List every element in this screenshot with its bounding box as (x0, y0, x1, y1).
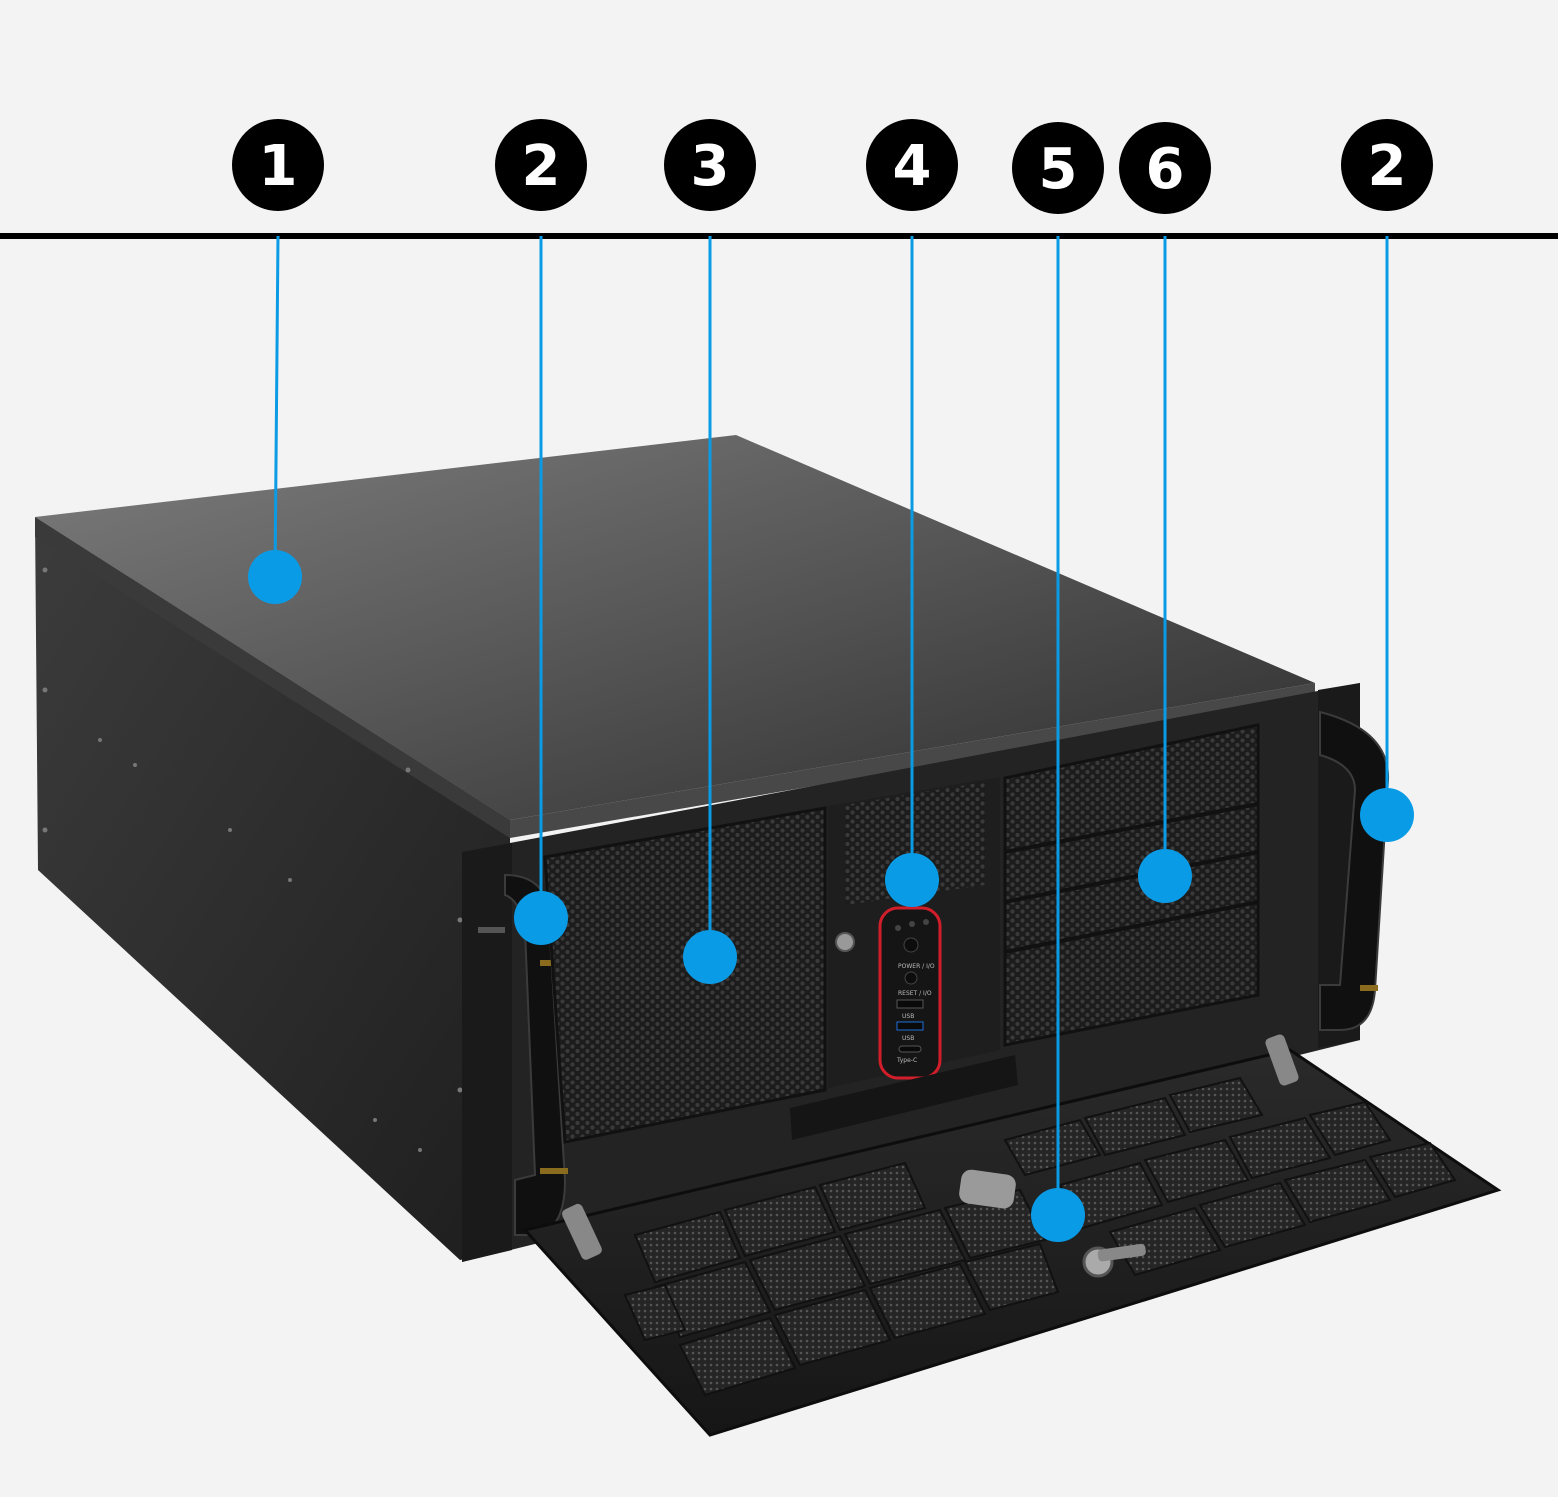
reset-label: RESET / I/O (898, 990, 932, 997)
callout-dot-left-front-mesh (683, 930, 737, 984)
callout-number-right-handle: 2 (1368, 134, 1407, 199)
usb-label: USB (902, 1013, 914, 1020)
callout-drive-bay-mesh: 6 (1119, 122, 1211, 903)
power-button[interactable] (903, 937, 919, 953)
left-rack-ear (462, 843, 512, 1262)
callout-dot-front-door-lock (1031, 1188, 1085, 1242)
front-io-panel: POWER / I/O RESET / I/O USB USB Type-C (878, 906, 942, 1080)
callouts-layer: 1 2 3 4 5 6 2 (232, 119, 1433, 1242)
usb-port[interactable] (896, 999, 924, 1009)
power-label: POWER / I/O (898, 963, 935, 970)
front-door[interactable] (522, 1033, 1502, 1437)
callout-number-badge-front-io-panel: 4 (866, 119, 958, 211)
typec-port[interactable] (898, 1045, 922, 1053)
callout-dot-front-io-panel (885, 853, 939, 907)
callout-number-left-front-mesh: 3 (691, 134, 730, 199)
callout-number-badge-right-handle: 2 (1341, 119, 1433, 211)
case-top-edge (35, 517, 510, 838)
callout-dot-left-handle (514, 891, 568, 945)
rackmount-case: POWER / I/O RESET / I/O USB USB Type-C (35, 435, 1502, 1437)
callout-left-front-mesh: 3 (664, 119, 756, 984)
left-front-mesh (543, 806, 827, 1144)
callout-front-io-panel: 4 (866, 119, 958, 907)
callout-left-handle: 2 (495, 119, 587, 945)
callout-dot-drive-bay-mesh (1138, 849, 1192, 903)
io-highlight-ring (878, 906, 942, 1080)
callout-dot-right-handle (1360, 788, 1414, 842)
callout-number-front-door-lock: 5 (1039, 137, 1078, 202)
callout-number-badge-top-cover: 1 (232, 119, 324, 211)
drive-bay-mesh (1003, 723, 1260, 1047)
key-lock[interactable] (835, 932, 855, 952)
callout-number-front-io-panel: 4 (893, 134, 932, 199)
door-hinge-bar (790, 1055, 1018, 1140)
callout-number-badge-left-handle: 2 (495, 119, 587, 211)
callout-number-badge-front-door-lock: 5 (1012, 122, 1104, 214)
callout-number-badge-drive-bay-mesh: 6 (1119, 122, 1211, 214)
callout-number-drive-bay-mesh: 6 (1146, 137, 1185, 202)
center-fan-grille (845, 782, 985, 905)
typec-label: Type-C (896, 1057, 917, 1064)
usb3-label: USB (902, 1035, 914, 1042)
callout-right-handle: 2 (1341, 119, 1433, 842)
callout-number-top-cover: 1 (259, 134, 298, 199)
callout-number-left-handle: 2 (522, 134, 561, 199)
callout-front-door-lock: 5 (1012, 122, 1104, 1242)
callout-dot-top-cover (248, 550, 302, 604)
case-top-cover (35, 435, 1315, 820)
usb3-port[interactable] (896, 1021, 924, 1031)
case-side-panel (35, 517, 510, 1260)
callout-top-cover: 1 (232, 119, 324, 604)
callout-number-badge-left-front-mesh: 3 (664, 119, 756, 211)
reset-button[interactable] (904, 971, 918, 985)
callout-line-top-cover (273, 235, 280, 578)
door-pull-tab[interactable] (958, 1168, 1017, 1209)
right-handle[interactable] (1319, 710, 1390, 1031)
